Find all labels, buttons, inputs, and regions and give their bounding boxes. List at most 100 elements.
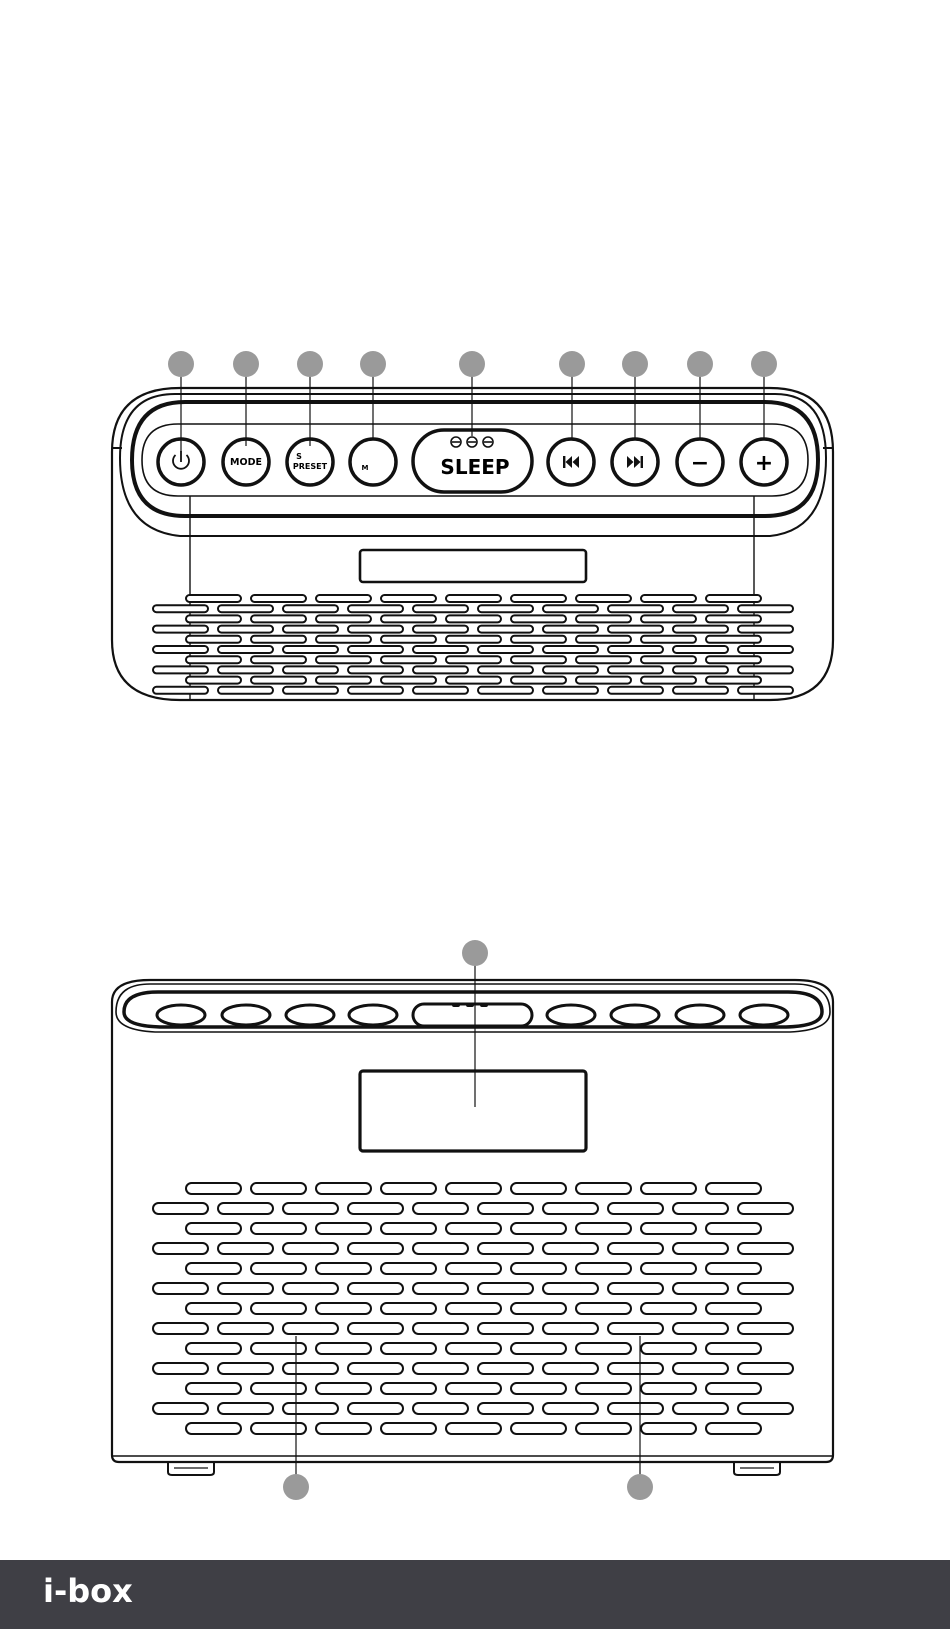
memory-button[interactable]: M xyxy=(350,439,396,485)
grille-slot xyxy=(673,646,728,653)
callout-marker xyxy=(233,351,259,377)
grille-slot xyxy=(706,1303,761,1314)
grille-slot xyxy=(543,1243,598,1254)
grille-slot xyxy=(543,626,598,633)
grille-slot xyxy=(218,1243,273,1254)
grille-slot xyxy=(283,1323,338,1334)
grille-slot xyxy=(478,1243,533,1254)
grille-slot xyxy=(641,595,696,602)
volume-down-button[interactable] xyxy=(676,1005,724,1025)
grille-slot xyxy=(576,1423,631,1434)
grille-slot xyxy=(706,636,761,643)
sleep-button[interactable] xyxy=(413,1004,532,1026)
grille-slot xyxy=(608,1363,663,1374)
callout-marker xyxy=(687,351,713,377)
grille-slot xyxy=(251,677,306,684)
next-button[interactable] xyxy=(612,439,658,485)
grille-slot xyxy=(511,636,566,643)
grille-slot xyxy=(153,1203,208,1214)
grille-slot xyxy=(706,1263,761,1274)
grille-slot xyxy=(348,1403,403,1414)
grille-slot xyxy=(511,1423,566,1434)
volume-up-button[interactable] xyxy=(740,1005,788,1025)
grille-slot xyxy=(576,615,631,622)
previous-button[interactable] xyxy=(547,1005,595,1025)
grille-slot xyxy=(706,1423,761,1434)
grille-slot xyxy=(316,595,371,602)
volume-up-button[interactable]: + xyxy=(741,439,787,485)
preset-label-top: S xyxy=(296,452,302,461)
grille-slot xyxy=(218,605,273,612)
grille-slot xyxy=(478,1283,533,1294)
grille-slot xyxy=(446,1383,501,1394)
sleep-button[interactable]: SLEEP xyxy=(413,430,532,492)
grille-slot xyxy=(478,1403,533,1414)
grille-slot xyxy=(218,1323,273,1334)
grille-slot xyxy=(478,646,533,653)
sleep-label: SLEEP xyxy=(440,455,509,479)
previous-button[interactable] xyxy=(548,439,594,485)
grille-slot xyxy=(413,605,468,612)
grille-slot xyxy=(153,626,208,633)
grille-slot xyxy=(738,666,793,673)
grille-slot xyxy=(608,626,663,633)
grille-slot xyxy=(251,595,306,602)
grille-slot xyxy=(413,666,468,673)
mode-button[interactable] xyxy=(222,1005,270,1025)
grille-slot xyxy=(478,605,533,612)
grille-slot xyxy=(478,626,533,633)
grille-slot xyxy=(706,1183,761,1194)
grille-slot xyxy=(348,1323,403,1334)
grille-slot xyxy=(576,1223,631,1234)
grille-slot xyxy=(381,656,436,663)
grille-slot xyxy=(186,615,241,622)
grille-slot xyxy=(673,1203,728,1214)
grille-slot xyxy=(673,1323,728,1334)
grille-slot xyxy=(218,687,273,694)
grille-slot xyxy=(738,1323,793,1334)
grille-slot xyxy=(511,1303,566,1314)
grille-slot xyxy=(218,626,273,633)
grille-slot xyxy=(316,1383,371,1394)
volume-down-label: − xyxy=(691,451,709,476)
grille-slot xyxy=(738,1283,793,1294)
preset-button[interactable] xyxy=(286,1005,334,1025)
grille-slot xyxy=(316,677,371,684)
grille-slot xyxy=(706,1383,761,1394)
grille-slot xyxy=(413,1283,468,1294)
grille-slot xyxy=(153,666,208,673)
power-button[interactable] xyxy=(157,1005,205,1025)
grille-slot xyxy=(543,1283,598,1294)
grille-slot xyxy=(543,1323,598,1334)
volume-down-button[interactable]: − xyxy=(677,439,723,485)
grille-slot xyxy=(283,605,338,612)
callout-marker xyxy=(283,1474,309,1500)
grille-slot xyxy=(381,1383,436,1394)
grille-slot xyxy=(186,677,241,684)
grille-slot xyxy=(641,677,696,684)
grille-slot xyxy=(641,615,696,622)
grille-slot xyxy=(218,1403,273,1414)
grille-slot xyxy=(413,687,468,694)
grille-slot xyxy=(348,605,403,612)
callout-marker xyxy=(559,351,585,377)
grille-slot xyxy=(641,1383,696,1394)
memory-button[interactable] xyxy=(349,1005,397,1025)
grille-slot xyxy=(576,656,631,663)
grille-slot xyxy=(218,1363,273,1374)
grille-slot xyxy=(673,1243,728,1254)
grille-slot xyxy=(706,1223,761,1234)
grille-slot xyxy=(706,1343,761,1354)
grille-slot xyxy=(153,1323,208,1334)
grille-slot xyxy=(413,1323,468,1334)
grille-slot xyxy=(478,666,533,673)
grille-slot xyxy=(251,1303,306,1314)
grille-slot xyxy=(446,677,501,684)
callout-marker xyxy=(622,351,648,377)
next-button[interactable] xyxy=(611,1005,659,1025)
grille-slot xyxy=(251,636,306,643)
memory-label: M xyxy=(362,464,369,472)
grille-slot xyxy=(186,595,241,602)
grille-slot xyxy=(283,626,338,633)
grille-slot xyxy=(446,1303,501,1314)
